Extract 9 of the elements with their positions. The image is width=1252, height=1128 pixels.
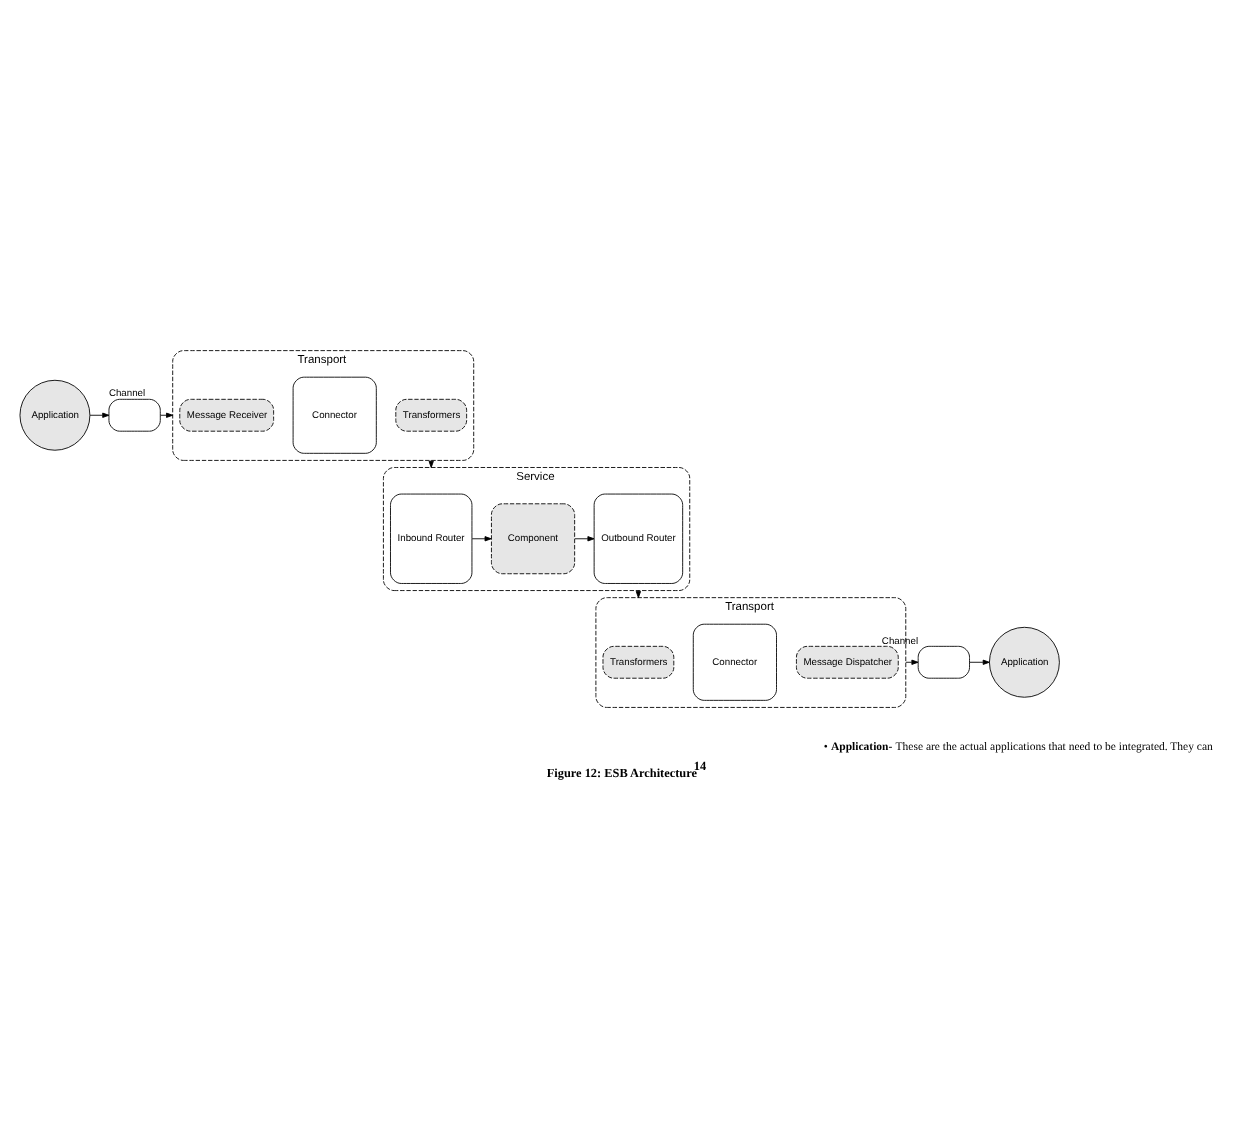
arrow <box>160 412 174 418</box>
node-box <box>108 398 161 432</box>
arrow <box>905 659 919 665</box>
arrow <box>969 659 990 665</box>
arrow <box>89 412 110 418</box>
arrow <box>471 536 492 542</box>
node-box <box>917 645 970 679</box>
arrow <box>574 536 595 542</box>
arrow <box>428 459 434 468</box>
